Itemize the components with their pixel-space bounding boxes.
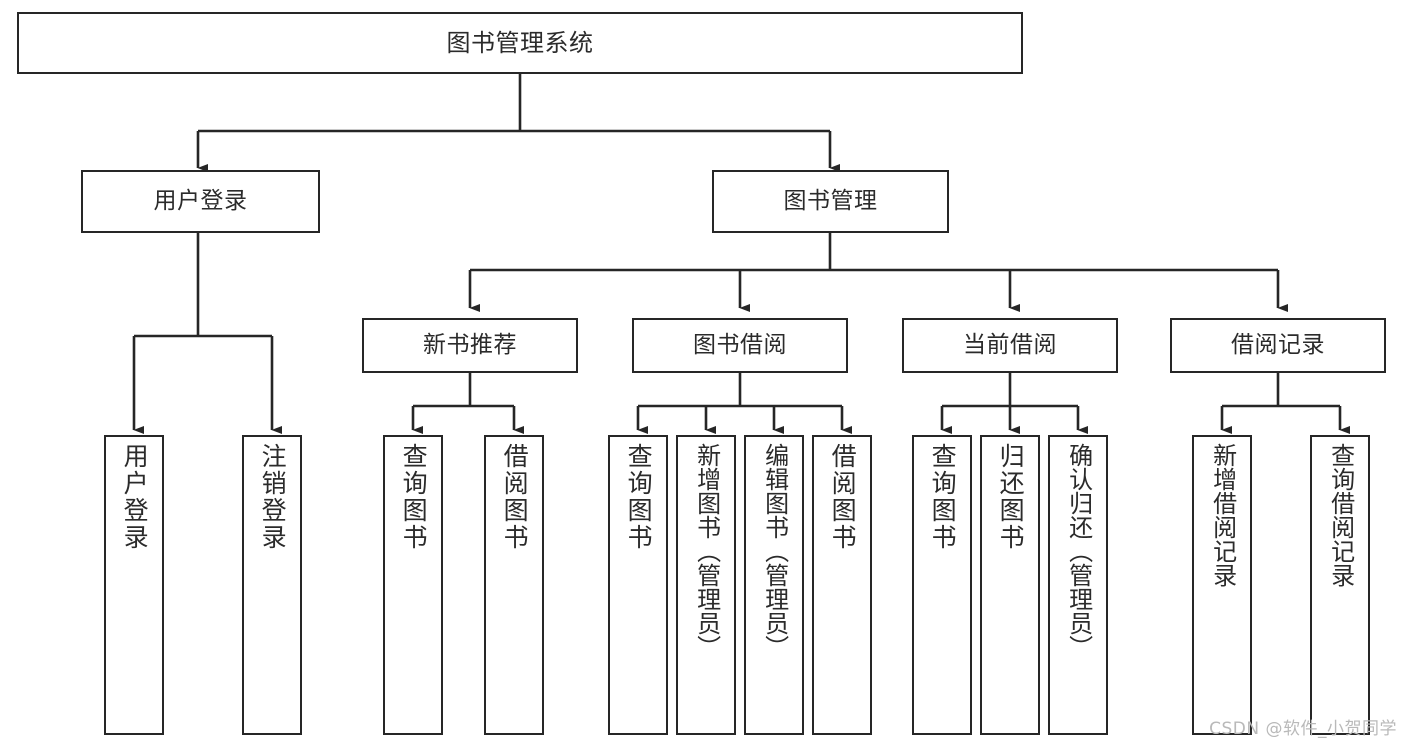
node-current-borrow[interactable]: 当前借阅	[902, 318, 1118, 373]
node-leaf-borrow-book-1-label: 借阅图书	[500, 443, 530, 551]
node-user-login-label: 用户登录	[153, 187, 248, 214]
node-current-borrow-label: 当前借阅	[963, 331, 1057, 358]
node-leaf-confirm-return[interactable]: 确认归还（管理员）	[1048, 435, 1108, 735]
node-leaf-edit-book-label: 编辑图书（管理员）	[760, 443, 789, 659]
node-book-borrow[interactable]: 图书借阅	[632, 318, 848, 373]
node-leaf-user-login-label: 用户登录	[120, 443, 150, 551]
node-book-manage-label: 图书管理	[783, 187, 878, 214]
node-leaf-query-book-3[interactable]: 查询图书	[912, 435, 972, 735]
node-leaf-confirm-return-label: 确认归还（管理员）	[1064, 443, 1093, 659]
node-borrow-record[interactable]: 借阅记录	[1170, 318, 1386, 373]
node-leaf-query-book-2[interactable]: 查询图书	[608, 435, 668, 735]
node-book-manage[interactable]: 图书管理	[712, 170, 949, 233]
node-root-label: 图书管理系统	[446, 28, 594, 57]
node-borrow-record-label: 借阅记录	[1231, 331, 1325, 358]
node-leaf-query-book-1-label: 查询图书	[399, 443, 429, 551]
node-root-book-management-system[interactable]: 图书管理系统	[17, 12, 1023, 74]
node-book-borrow-label: 图书借阅	[693, 331, 787, 358]
node-leaf-borrow-book-2-label: 借阅图书	[828, 443, 858, 551]
node-leaf-query-book-3-label: 查询图书	[928, 443, 958, 551]
node-leaf-user-login[interactable]: 用户登录	[104, 435, 164, 735]
node-new-book-recommend-label: 新书推荐	[423, 331, 517, 358]
node-leaf-add-book-label: 新增图书（管理员）	[692, 443, 721, 659]
node-leaf-borrow-book-2[interactable]: 借阅图书	[812, 435, 872, 735]
node-leaf-return-book[interactable]: 归还图书	[980, 435, 1040, 735]
node-leaf-add-record-label: 新增借阅记录	[1208, 443, 1237, 587]
node-user-login[interactable]: 用户登录	[81, 170, 320, 233]
node-leaf-query-record-label: 查询借阅记录	[1326, 443, 1355, 587]
node-leaf-add-record[interactable]: 新增借阅记录	[1192, 435, 1252, 735]
node-leaf-borrow-book-1[interactable]: 借阅图书	[484, 435, 544, 735]
node-leaf-query-book-1[interactable]: 查询图书	[383, 435, 443, 735]
node-leaf-logout-login[interactable]: 注销登录	[242, 435, 302, 735]
node-leaf-edit-book[interactable]: 编辑图书（管理员）	[744, 435, 804, 735]
node-leaf-add-book[interactable]: 新增图书（管理员）	[676, 435, 736, 735]
node-leaf-query-record[interactable]: 查询借阅记录	[1310, 435, 1370, 735]
node-leaf-logout-login-label: 注销登录	[258, 443, 288, 551]
node-new-book-recommend[interactable]: 新书推荐	[362, 318, 578, 373]
node-leaf-return-book-label: 归还图书	[996, 443, 1026, 551]
node-leaf-query-book-2-label: 查询图书	[624, 443, 654, 551]
csdn-watermark: CSDN @软件_小贺同学	[1209, 719, 1397, 739]
